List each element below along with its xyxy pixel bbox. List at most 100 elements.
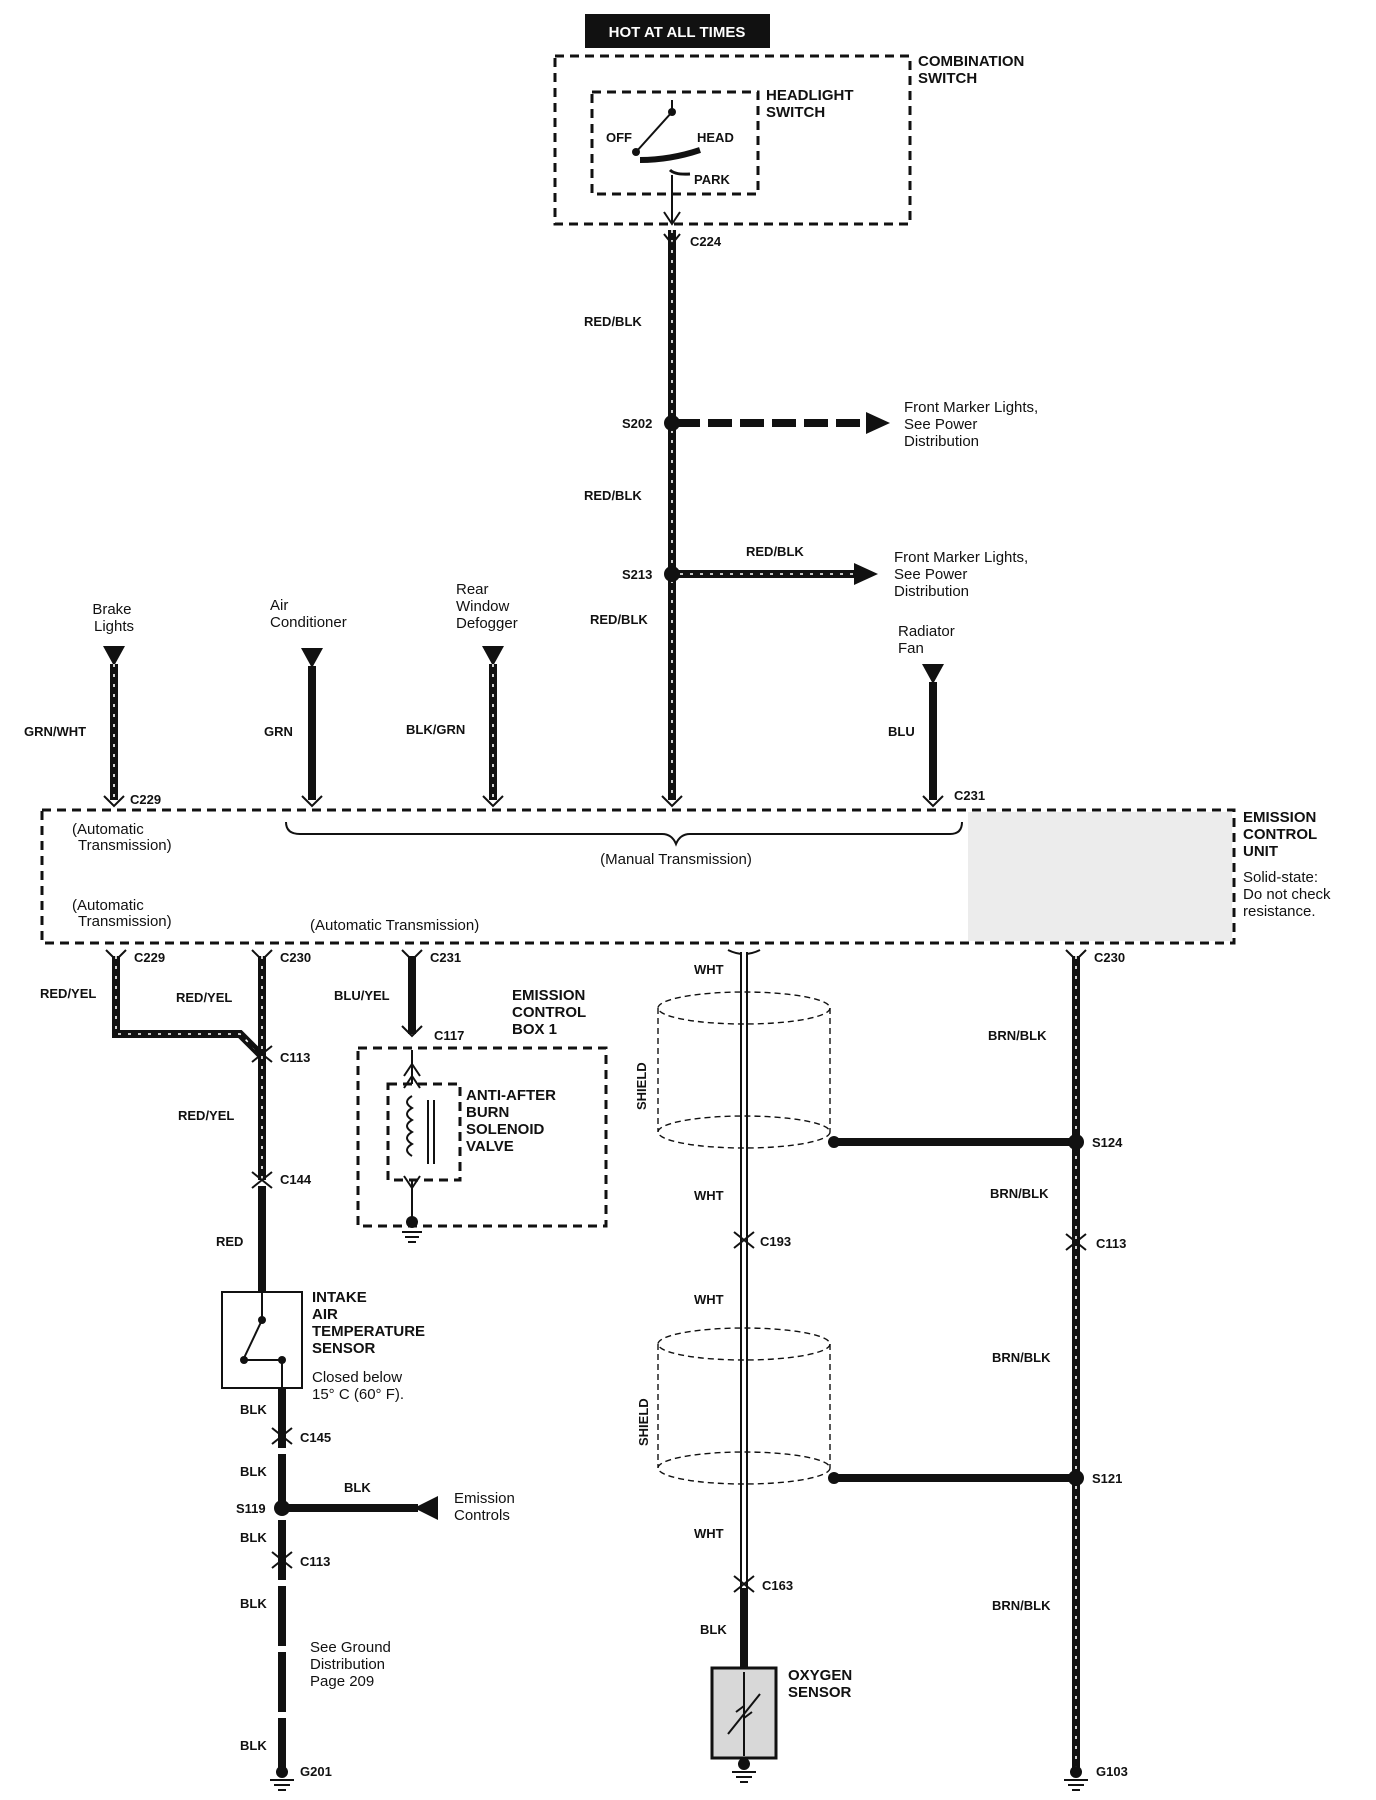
front-marker-1-label: Front Marker Lights, See Power Distribut… bbox=[904, 399, 1042, 450]
oxygen-sensor-icon bbox=[727, 1672, 761, 1783]
connector-c231-top: C231 bbox=[954, 788, 985, 803]
connector-c113-a: C113 bbox=[280, 1050, 310, 1065]
connector-c230-left: C230 bbox=[280, 950, 311, 965]
connector-c229-bottom: C229 bbox=[134, 950, 165, 965]
radiator-fan-label: Radiator Fan bbox=[898, 623, 959, 657]
wire-label-wht-1: WHT bbox=[694, 962, 724, 977]
brake-lights-arrow bbox=[103, 646, 125, 666]
rear-window-defogger-arrow bbox=[482, 646, 504, 666]
wire-label-brn-blk-2: BRN/BLK bbox=[990, 1186, 1049, 1201]
connector-c113-c: C113 bbox=[1096, 1236, 1126, 1251]
wire-label-grn-wht: GRN/WHT bbox=[24, 724, 86, 739]
connector-c229-top: C229 bbox=[130, 792, 161, 807]
wire-label-red: RED bbox=[216, 1234, 243, 1249]
intake-sensor-note: Closed below 15° C (60° F). bbox=[312, 1369, 406, 1403]
ecu-manual-trans: (Manual Transmission) bbox=[600, 851, 752, 868]
ecu-auto-trans-2: (Automatic Transmission) bbox=[72, 897, 172, 930]
ground-g201-icon bbox=[270, 1766, 294, 1791]
air-conditioner-label: Air Conditioner bbox=[270, 597, 347, 631]
wire-label-wht-4: WHT bbox=[694, 1526, 724, 1541]
wire-label-blk-o2: BLK bbox=[700, 1622, 727, 1637]
switch-pos-head: HEAD bbox=[697, 130, 734, 145]
emission-control-box-title: EMISSION CONTROL BOX 1 bbox=[512, 987, 590, 1038]
wire-label-brn-blk-1: BRN/BLK bbox=[988, 1028, 1047, 1043]
wire-label-red-blk-1: RED/BLK bbox=[584, 314, 642, 329]
connector-c145: C145 bbox=[300, 1430, 331, 1445]
wire-label-grn: GRN bbox=[264, 724, 293, 739]
wire-label-blk-grn: BLK/GRN bbox=[406, 722, 465, 737]
headlight-switch-symbol bbox=[632, 100, 701, 226]
connector-c144: C144 bbox=[280, 1172, 312, 1187]
wire-label-red-blk-2: RED/BLK bbox=[584, 488, 642, 503]
wire-label-blk-2: BLK bbox=[240, 1464, 267, 1479]
wire-label-wht-2: WHT bbox=[694, 1188, 724, 1203]
ground-distribution-label: See Ground Distribution Page 209 bbox=[310, 1639, 395, 1690]
ground-g201-label: G201 bbox=[300, 1764, 332, 1779]
ecu-title: EMISSION CONTROL UNIT bbox=[1243, 809, 1321, 860]
wire-label-red-blk-3: RED/BLK bbox=[590, 612, 648, 627]
ground-g103-label: G103 bbox=[1096, 1764, 1128, 1779]
wire-label-red-yel-2: RED/YEL bbox=[176, 990, 232, 1005]
front-marker-2-label: Front Marker Lights, See Power Distribut… bbox=[894, 549, 1032, 600]
wire-label-brn-blk-3: BRN/BLK bbox=[992, 1350, 1051, 1365]
shield-label-2: SHIELD bbox=[636, 1398, 651, 1446]
front-marker-wire-1 bbox=[676, 412, 890, 434]
splice-s121 bbox=[1068, 1470, 1084, 1486]
ground-g103-icon bbox=[1064, 1766, 1088, 1791]
solenoid-valve-title: ANTI-AFTER BURN SOLENOID VALVE bbox=[466, 1087, 560, 1155]
splice-s119-label: S119 bbox=[236, 1501, 266, 1516]
wire-label-blk-5: BLK bbox=[240, 1738, 267, 1753]
splice-s121-label: S121 bbox=[1092, 1471, 1122, 1486]
air-conditioner-arrow bbox=[301, 648, 323, 668]
splice-s213-label: S213 bbox=[622, 567, 652, 582]
emission-controls-label: Emission Controls bbox=[454, 1490, 519, 1524]
brake-lights-label: Brake Lights bbox=[92, 601, 135, 635]
wire-label-blk-3: BLK bbox=[240, 1530, 267, 1545]
switch-pos-off: OFF bbox=[606, 130, 632, 145]
shield-1 bbox=[657, 991, 831, 1149]
shield-label-1: SHIELD bbox=[634, 1062, 649, 1110]
oxygen-sensor-title: OXYGEN SENSOR bbox=[788, 1667, 856, 1701]
headlight-switch-box bbox=[590, 90, 760, 196]
wire-label-blk-1: BLK bbox=[240, 1402, 267, 1417]
splice-s202-label: S202 bbox=[622, 416, 652, 431]
solenoid-valve-box bbox=[386, 1082, 462, 1182]
shield-2-drain-wire bbox=[828, 1472, 1076, 1484]
rear-window-defogger-label: Rear Window Defogger bbox=[456, 581, 518, 632]
wire-label-wht-3: WHT bbox=[694, 1292, 724, 1307]
shield-2 bbox=[657, 1327, 831, 1485]
power-label: HOT AT ALL TIMES bbox=[609, 24, 746, 41]
intake-sensor-switch-icon bbox=[240, 1292, 286, 1388]
emission-control-unit-box bbox=[40, 808, 1236, 945]
wire-label-blu-yel: BLU/YEL bbox=[334, 988, 390, 1003]
wire-label-brn-blk-4: BRN/BLK bbox=[992, 1598, 1051, 1613]
connector-c224: C224 bbox=[690, 234, 722, 249]
solenoid-coil-icon bbox=[402, 1050, 435, 1243]
emission-controls-arrow bbox=[414, 1496, 438, 1520]
intake-sensor-title: INTAKE AIR TEMPERATURE SENSOR bbox=[312, 1289, 429, 1357]
emission-control-unit-shade bbox=[968, 812, 1232, 941]
wire-label-red-yel-3: RED/YEL bbox=[178, 1108, 234, 1123]
connector-c193: C193 bbox=[760, 1234, 791, 1249]
manual-trans-brace bbox=[285, 821, 963, 847]
connector-c113-b: C113 bbox=[300, 1554, 330, 1569]
combination-switch-title: COMBINATION SWITCH bbox=[918, 53, 1029, 87]
connector-c117: C117 bbox=[434, 1028, 464, 1043]
power-label-box bbox=[585, 14, 770, 48]
radiator-fan-arrow bbox=[922, 664, 944, 684]
emission-control-box bbox=[356, 1046, 608, 1228]
wire-label-blk-s119: BLK bbox=[344, 1480, 371, 1495]
red-yel-wire-1 bbox=[112, 956, 265, 1059]
shield-1-drain-wire bbox=[828, 1136, 1076, 1148]
splice-s124-label: S124 bbox=[1092, 1135, 1123, 1150]
wire-label-blu: BLU bbox=[888, 724, 915, 739]
wire-label-blk-4: BLK bbox=[240, 1596, 267, 1611]
splice-s124 bbox=[1068, 1134, 1084, 1150]
connector-c230-right: C230 bbox=[1094, 950, 1125, 965]
wire-label-red-blk-s213: RED/BLK bbox=[746, 544, 804, 559]
headlight-switch-title: HEADLIGHT SWITCH bbox=[766, 87, 858, 121]
ecu-auto-trans-3: (Automatic Transmission) bbox=[310, 917, 479, 934]
combination-switch-box bbox=[553, 54, 912, 226]
connector-c163: C163 bbox=[762, 1578, 793, 1593]
